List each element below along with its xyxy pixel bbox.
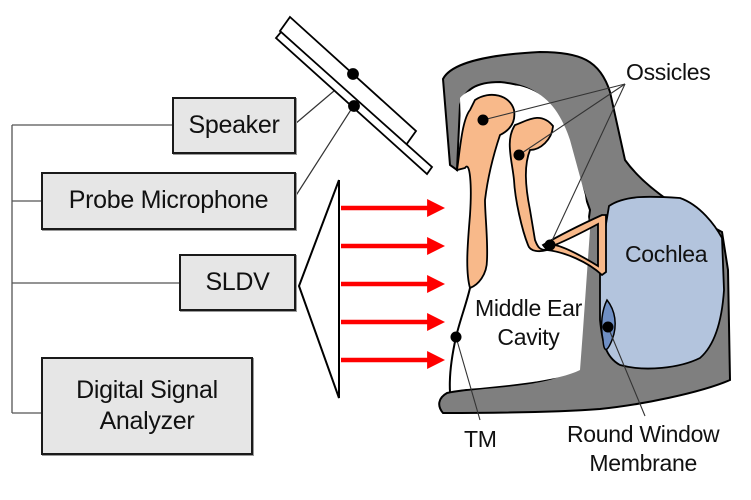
dsa-label-line-2: Analyzer (99, 407, 195, 435)
dsa-label-line-1: Digital Signal (76, 375, 218, 404)
digital-signal-analyzer-box: Digital Signal Analyzer (41, 357, 253, 455)
ossicles-label: Ossicles (626, 59, 711, 85)
incus-dot (513, 149, 525, 161)
speaker-box: Speaker (172, 97, 296, 154)
laser-fan (297, 179, 340, 399)
microphone-contact-dot (348, 100, 360, 112)
malleus (455, 93, 516, 290)
speaker-plate (278, 15, 418, 147)
stapes (541, 214, 607, 277)
tm-label: TM (464, 426, 497, 452)
laser-beams (341, 199, 446, 369)
leader-lines (455, 83, 646, 421)
microphone-wire (294, 104, 355, 198)
cochlea-label: Cochlea (625, 241, 708, 267)
sldv-label: SLDV (205, 267, 270, 296)
round-window-line-1: Round Window (567, 421, 720, 447)
middle-ear-line-1: Middle Ear (475, 295, 582, 321)
stapes-dot (544, 239, 556, 251)
middle-ear-cavity-label: Middle Ear Cavity (475, 294, 582, 352)
marker-dots (450, 114, 614, 343)
tympanic-membrane (448, 287, 471, 393)
probe-microphone-box: Probe Microphone (41, 172, 296, 230)
middle-ear-line-2: Cavity (497, 323, 560, 350)
round-window-membrane-label: Round Window Membrane (567, 420, 720, 478)
speaker-contact-dot (347, 68, 359, 80)
cochlea (599, 195, 725, 370)
round-window-dot (602, 321, 614, 333)
speaker-label: Speaker (188, 110, 280, 139)
malleus-dot (477, 114, 489, 126)
connection-bus (11, 124, 179, 414)
probe-microphone-label: Probe Microphone (68, 186, 269, 215)
speaker-probe-assembly (274, 15, 434, 176)
round-window-line-2: Membrane (589, 449, 697, 476)
sldv-box: SLDV (179, 254, 296, 311)
